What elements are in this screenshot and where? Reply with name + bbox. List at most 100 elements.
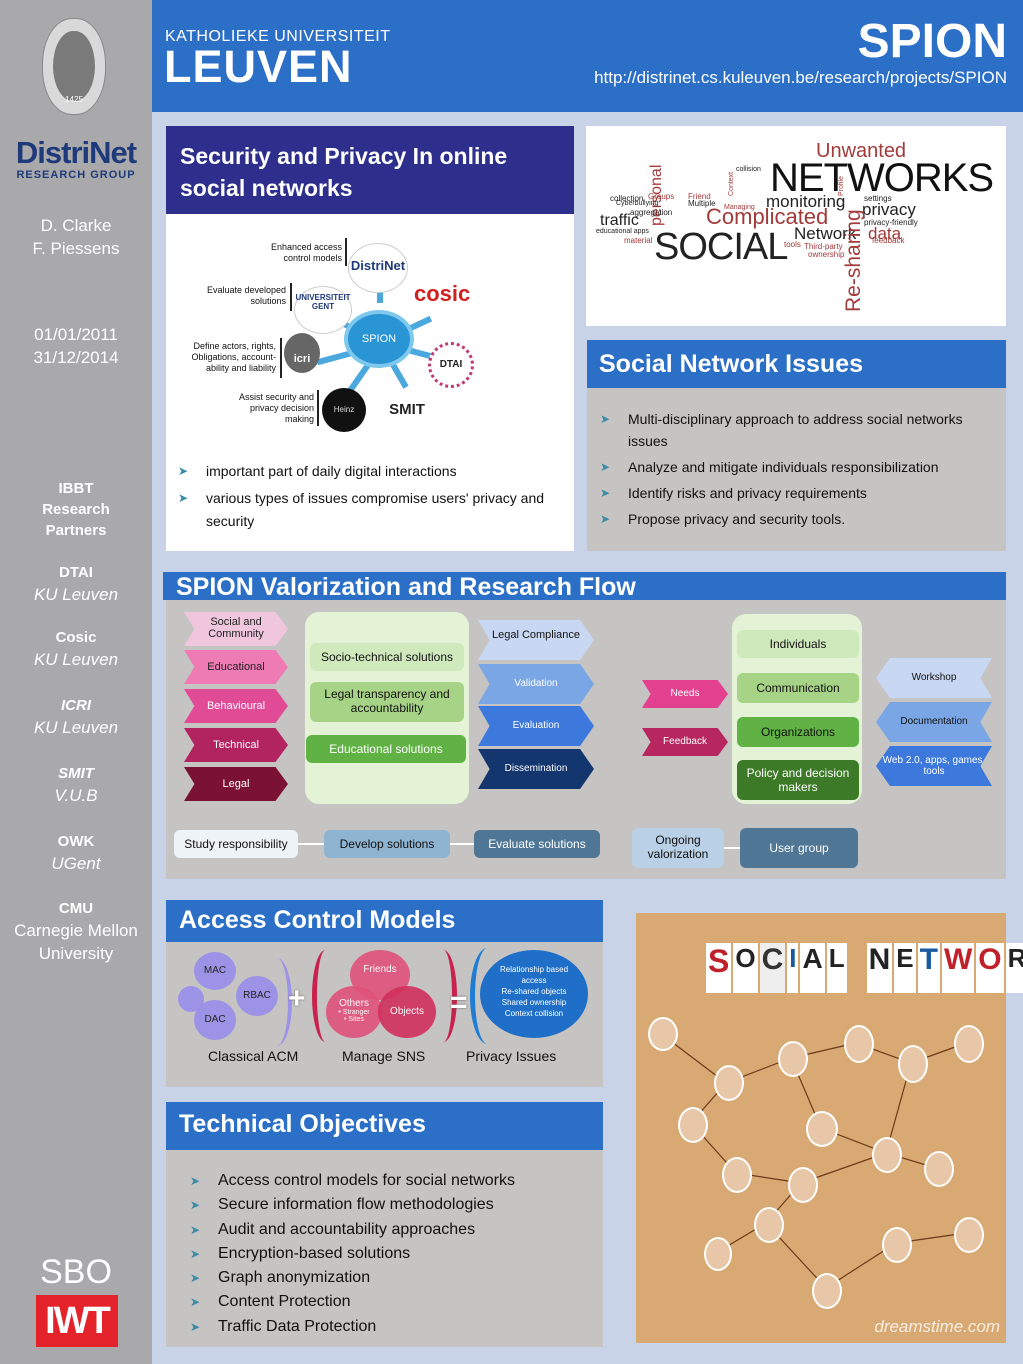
output-chevron: Workshop: [876, 658, 992, 698]
person-avatar: [754, 1207, 784, 1243]
cloud-word: Re-sharing: [842, 209, 865, 312]
sns-bubble-objects: Objects: [378, 986, 436, 1038]
cloud-word: monitoring: [766, 192, 846, 211]
person-avatar: [722, 1157, 752, 1193]
cloud-word: traffic: [600, 212, 639, 229]
diagram-label: Evaluate developed solutions: [206, 285, 286, 306]
diagram-bar: [345, 238, 347, 266]
banner-letter: O: [733, 943, 758, 993]
partners-heading-line: IBBT: [58, 480, 94, 497]
cloud-word: Context: [728, 171, 735, 196]
access-control-band: [166, 900, 603, 942]
partner-name: Cosic: [55, 629, 97, 646]
banner-letter: I: [787, 943, 799, 993]
technical-title: Technical Objectives: [179, 1110, 426, 1138]
university-name-small: KATHOLIEKE UNIVERSITEIT: [165, 28, 391, 45]
list-item: Propose privacy and security tools.: [594, 508, 994, 530]
cloud-word: Unwanted: [816, 140, 907, 162]
project-title: SPION: [857, 15, 1007, 68]
output-chevron: Web 2.0, apps, games, tools: [876, 746, 992, 786]
social-issues-list: Multi-disciplinary approach to address s…: [594, 408, 994, 530]
issue-item: Context collision: [504, 1009, 564, 1018]
banner-letter: O: [976, 943, 1004, 993]
cloud-word: data: [868, 224, 902, 243]
cloud-word: Third-party: [804, 242, 843, 251]
flow-chevron: Educational: [184, 650, 288, 684]
others-sub: • Sites: [344, 1016, 364, 1023]
person-avatar: [812, 1273, 842, 1309]
authors: D. Clarke F. Piessens: [0, 214, 152, 260]
cloud-word: Cyberbullying: [616, 200, 659, 207]
icri-logo: icri: [284, 333, 320, 373]
issue-item: Re-shared objects: [501, 987, 567, 996]
spion-hub: SPION: [348, 314, 410, 364]
photo-banner: S O C I A L N E T W O R K: [706, 943, 1023, 993]
sns-bracket-left: [312, 950, 339, 1042]
banner-letter: S: [706, 943, 732, 993]
university-name-big: LEUVEN: [164, 41, 353, 92]
partner-org: V.U.B: [54, 786, 98, 805]
output-chevron: Documentation: [876, 702, 992, 742]
person-avatar: [678, 1107, 708, 1143]
sns-bracket-right: [430, 950, 457, 1042]
heinz-college-logo: Heinz College: [322, 388, 366, 432]
banner-letter: A: [800, 943, 825, 993]
partner-smit: SMIT V.U.B: [0, 763, 152, 807]
bullet-item: important part of daily digital interact…: [172, 460, 562, 483]
smit-logo: SMIT: [388, 390, 426, 430]
person-avatar: [954, 1217, 984, 1253]
list-item: Multi-disciplinary approach to address s…: [594, 408, 994, 452]
cloud-word: feedback: [872, 236, 905, 245]
flow-chevron: Legal Compliance: [478, 620, 594, 660]
cloud-word: Friend: [688, 192, 711, 201]
flow-connector: [724, 847, 740, 849]
university-seal-logo: 1425: [42, 18, 106, 115]
solution-item: Socio-technical solutions: [310, 643, 464, 671]
bullet-item: various types of issues compromise users…: [172, 487, 562, 533]
security-title-band: [166, 126, 574, 214]
privacy-issues-bubble: Relationship based access Re-shared obje…: [480, 950, 588, 1038]
cloud-word: settings: [864, 194, 892, 203]
flow-step: User group: [740, 828, 858, 868]
banner-letter: N: [866, 943, 893, 993]
diagram-bar: [290, 283, 292, 311]
partner-name: ICRI: [61, 697, 91, 714]
flow-connector: [450, 843, 474, 845]
cloud-word: NETWORKS: [770, 156, 994, 200]
partner-org: KU Leuven: [33, 650, 119, 669]
person-avatar: [788, 1167, 818, 1203]
plus-sign: +: [288, 982, 306, 1015]
distrinet-partner-logo: DistriNet: [348, 243, 408, 293]
partner-name: SMIT: [58, 765, 94, 782]
list-item: Audit and accountability approaches: [184, 1218, 584, 1243]
person-avatar: [704, 1237, 732, 1271]
sidebar: [0, 0, 152, 1364]
flow-chevron: Evaluation: [478, 706, 594, 746]
caption-manage-sns: Manage SNS: [342, 1048, 426, 1064]
project-url[interactable]: http://distrinet.cs.kuleuven.be/research…: [594, 68, 1007, 87]
others-label: Others: [338, 998, 369, 1009]
funding-label: SBO: [40, 1253, 112, 1291]
flow-step: Ongoing valorization: [632, 828, 724, 868]
target-item: Individuals: [737, 630, 859, 658]
person-avatar: [648, 1017, 678, 1051]
banner-letter: W: [941, 943, 975, 993]
banner-letter: E: [894, 943, 916, 993]
ugent-logo: UNIVERSITEIT GENT: [294, 286, 352, 334]
others-sub: • Stranger: [338, 1009, 370, 1016]
flow-chevron: Social and Community: [184, 612, 288, 646]
flow-step: Evaluate solutions: [474, 830, 600, 858]
flow-step: Study responsibility: [174, 830, 298, 858]
start-date: 01/01/2011: [34, 325, 118, 344]
flow-title: SPION Valorization and Research Flow: [176, 573, 636, 601]
cloud-word: Profile: [838, 176, 845, 196]
caption-classical-acm: Classical ACM: [208, 1048, 299, 1064]
partner-org: Carnegie Mellon University: [14, 921, 138, 963]
diagram-label: Assist security and privacy decision mak…: [238, 392, 314, 424]
iwt-logo: IWT: [36, 1295, 118, 1347]
list-item: Secure information flow methodologies: [184, 1193, 584, 1218]
person-avatar: [872, 1137, 902, 1173]
cloud-word: material: [624, 236, 653, 245]
issues-bracket: [470, 948, 505, 1044]
partner-dtai: DTAI KU Leuven: [0, 562, 152, 606]
